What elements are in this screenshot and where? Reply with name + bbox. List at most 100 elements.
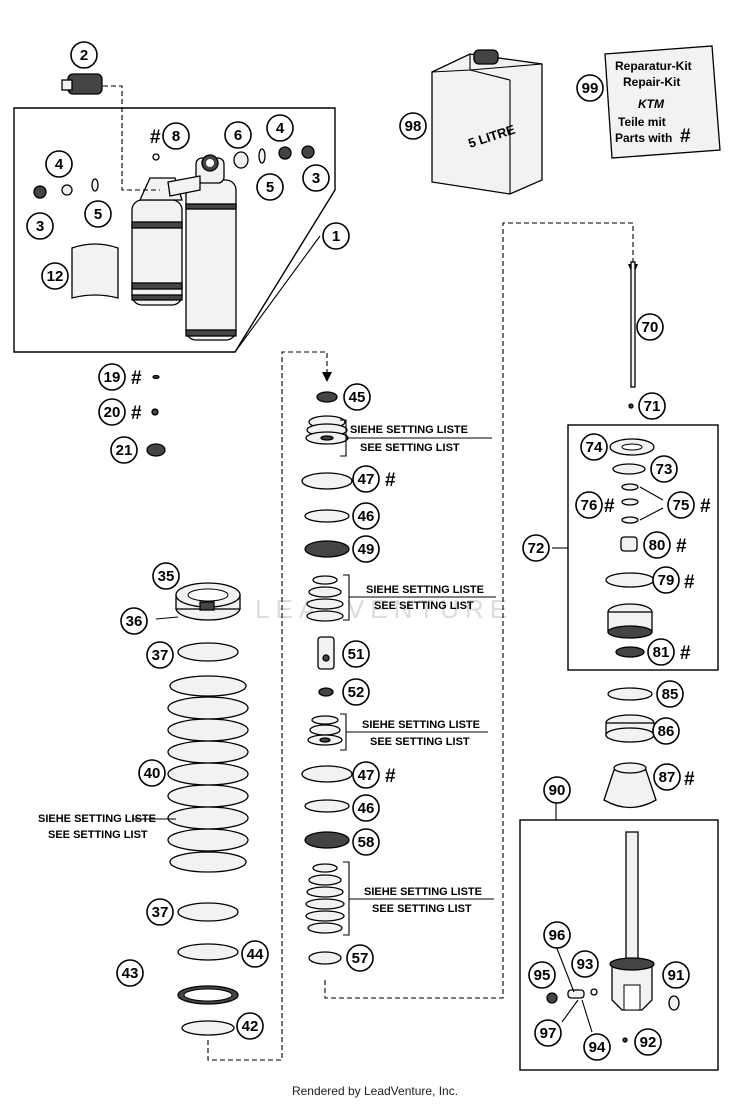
callout-number: 49 — [358, 541, 375, 558]
part-80 — [620, 536, 638, 552]
callout-c20: 20 — [98, 398, 126, 426]
callout-number: 37 — [152, 904, 169, 921]
callout-c4b: 4 — [266, 114, 294, 142]
callout-c21: 21 — [110, 436, 138, 464]
callout-c47a: 47 — [352, 465, 380, 493]
setting-note-2-de: SIEHE SETTING LISTE — [366, 584, 484, 596]
hash-mark-10: # — [684, 769, 695, 790]
part-57-washer — [308, 951, 342, 965]
callout-number: 96 — [549, 927, 566, 944]
callout-c37b: 37 — [146, 898, 174, 926]
callout-c86: 86 — [652, 717, 680, 745]
part-3-nut-left — [33, 185, 47, 199]
part-8-small — [152, 153, 160, 161]
callout-c75: 75 — [667, 491, 695, 519]
hash-mark-2: # — [131, 403, 142, 424]
part-46-top — [304, 509, 350, 523]
setting-note-5-en: SEE SETTING LIST — [48, 829, 148, 841]
assembly-frame-90 — [519, 819, 719, 1071]
part-85-ring — [607, 687, 653, 701]
callout-c93: 93 — [571, 950, 599, 978]
callout-number: 43 — [122, 965, 139, 982]
part-96 — [590, 988, 598, 996]
part-shim-stack-3 — [307, 715, 343, 746]
hash-mark-6: # — [604, 496, 615, 517]
callout-c36: 36 — [120, 607, 148, 635]
callout-c72: 72 — [522, 534, 550, 562]
callout-c70: 70 — [636, 313, 664, 341]
hash-mark-9: # — [680, 643, 691, 664]
part-47-top — [301, 472, 353, 490]
callout-c3a: 3 — [26, 212, 54, 240]
callout-number: 72 — [528, 540, 545, 557]
part-37-top-seat — [177, 642, 239, 662]
callout-c12: 12 — [41, 262, 69, 290]
callout-c57: 57 — [346, 944, 374, 972]
callout-c96: 96 — [543, 921, 571, 949]
part-75-b — [621, 498, 639, 506]
setting-note-3-en: SEE SETTING LIST — [370, 736, 470, 748]
callout-c1: 1 — [322, 222, 350, 250]
part-reservoir — [131, 177, 183, 306]
callout-c44: 44 — [241, 940, 269, 968]
callout-number: 1 — [332, 228, 340, 245]
callout-number: 80 — [649, 537, 666, 554]
callout-number: 93 — [577, 956, 594, 973]
part-19 — [152, 374, 160, 380]
callout-c49: 49 — [352, 535, 380, 563]
callout-c5b: 5 — [256, 173, 284, 201]
callout-number: 73 — [656, 461, 673, 478]
callout-number: 79 — [658, 572, 675, 589]
part-shim-stack-2 — [306, 575, 344, 622]
hash-mark-7: # — [676, 536, 687, 557]
callout-number: 42 — [242, 1018, 259, 1035]
part-4-washer-right — [278, 146, 292, 160]
callout-c51: 51 — [342, 640, 370, 668]
part-93 — [567, 989, 585, 999]
callout-number: 70 — [642, 319, 659, 336]
callout-number: 57 — [352, 950, 369, 967]
callout-number: 6 — [234, 127, 242, 144]
part-4-washer-left — [61, 184, 73, 196]
callout-number: 46 — [358, 800, 375, 817]
part-3-nut-right — [301, 145, 315, 159]
callout-number: 97 — [540, 1025, 557, 1042]
kit-symbol: # — [680, 126, 691, 147]
part-35-adjust-nut — [175, 582, 241, 621]
part-42-oring — [181, 1020, 235, 1036]
callout-number: 58 — [358, 834, 375, 851]
callout-c97: 97 — [534, 1019, 562, 1047]
setting-note-1-de: SIEHE SETTING LISTE — [350, 424, 468, 436]
callout-c4a: 4 — [45, 150, 73, 178]
part-49-piston — [304, 540, 350, 558]
callout-number: 40 — [144, 765, 161, 782]
callout-number: 36 — [126, 613, 143, 630]
callout-c81: 81 — [647, 638, 675, 666]
part-58-piston — [304, 831, 350, 849]
hash-mark-1: # — [131, 368, 142, 389]
part-70-needle — [630, 261, 636, 388]
part-79 — [605, 572, 655, 588]
watermark: LEADVENTURE — [255, 594, 513, 624]
part-6-bushing — [233, 151, 249, 169]
part-91 — [668, 995, 680, 1011]
part-37-bottom-seat — [177, 902, 239, 922]
part-44-ring — [177, 943, 239, 961]
part-2-adjuster — [61, 73, 103, 95]
part-36-screw — [155, 616, 179, 620]
callout-number: 2 — [80, 47, 88, 64]
part-shim-stack-4 — [305, 863, 345, 934]
callout-c99: 99 — [576, 74, 604, 102]
callout-c90: 90 — [543, 776, 571, 804]
callout-c80: 80 — [643, 531, 671, 559]
callout-number: 8 — [172, 128, 180, 145]
part-87-bumper — [603, 762, 657, 809]
callout-number: 4 — [276, 120, 285, 137]
callout-c35: 35 — [152, 562, 180, 590]
part-valve-housing — [607, 603, 653, 639]
setting-bracket-2 — [343, 574, 496, 621]
callout-c40: 40 — [138, 759, 166, 787]
callout-c43: 43 — [116, 959, 144, 987]
part-90-piston-rod — [609, 831, 655, 1011]
